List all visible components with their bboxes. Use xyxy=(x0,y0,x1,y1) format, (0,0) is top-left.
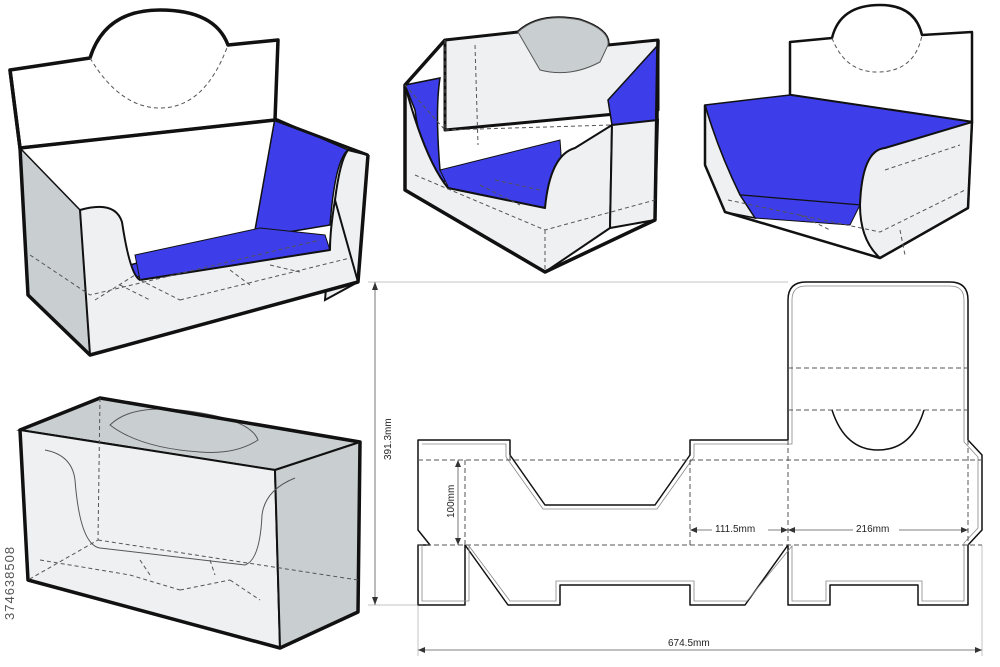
box2-front-panel xyxy=(404,84,613,273)
flat-dieline: 391.3mm 100mm 111.5mm 216mm xyxy=(368,281,983,656)
box3-header-panel xyxy=(788,3,974,124)
dimension-height-label: 391.3mm xyxy=(383,418,394,460)
box1-blue-floor xyxy=(134,227,331,281)
box1-header-circle-fold xyxy=(89,44,229,109)
box-view-front-large xyxy=(8,8,370,357)
box4-tab-shape xyxy=(109,408,259,453)
box3-fold-lines xyxy=(727,144,966,256)
box4-fold-lines xyxy=(27,397,359,601)
dimension-panel-width-label: 111.5mm xyxy=(715,524,755,535)
dieline-inner-offset xyxy=(421,285,979,602)
box2-fold-lines xyxy=(404,40,656,272)
box3-left-panel xyxy=(704,104,757,220)
dimension-back-width: 216mm xyxy=(788,522,968,535)
box1-header-panel xyxy=(8,8,280,150)
box2-tab-shape xyxy=(517,17,609,74)
dieline-fold-lines xyxy=(418,367,982,546)
box-view-right xyxy=(703,3,974,260)
dimension-total-width-label: 674.5mm xyxy=(668,638,710,649)
dimension-height: 391.3mm xyxy=(368,281,788,606)
dimension-panel-width: 111.5mm xyxy=(690,522,788,535)
dimension-total-width: 674.5mm xyxy=(417,545,983,656)
dimension-back-width-label: 216mm xyxy=(856,524,889,535)
dimension-inner-height-label: 100mm xyxy=(446,485,457,518)
box2-right-panel xyxy=(608,118,660,230)
dimension-inner-height: 100mm xyxy=(446,460,461,545)
watermark-id: 374638508 xyxy=(2,545,17,620)
dieline-outer-cut xyxy=(417,281,983,606)
box-view-angled xyxy=(403,16,660,274)
box1-left-panel xyxy=(19,146,91,357)
box1-front-panel xyxy=(79,199,359,356)
box4-cutout-outline xyxy=(44,449,296,566)
box1-fold-lines xyxy=(29,239,351,301)
box-view-closed xyxy=(16,396,362,650)
dieline-header-circle xyxy=(831,409,925,451)
